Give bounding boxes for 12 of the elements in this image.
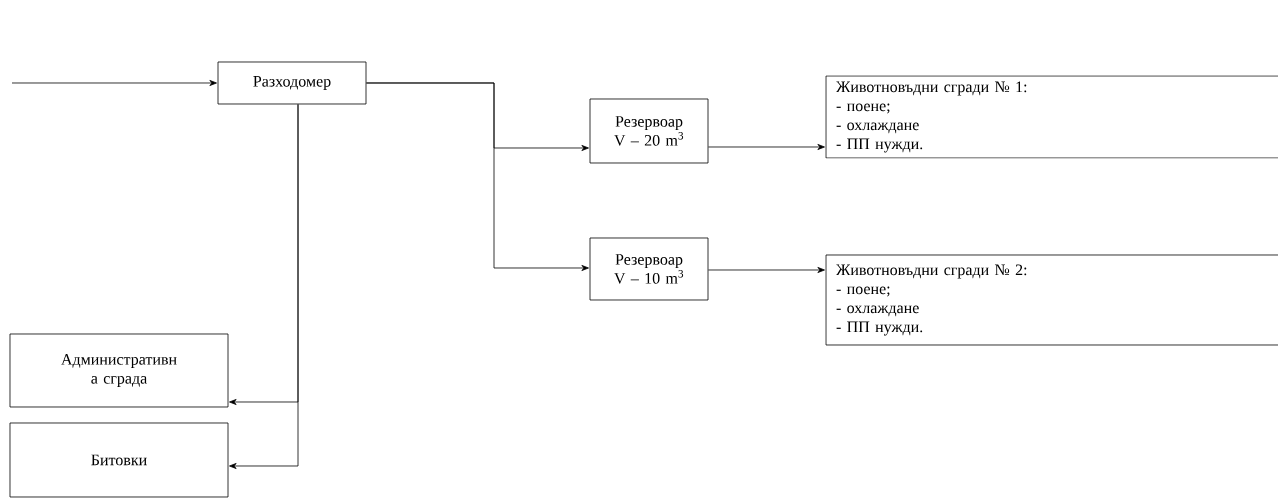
flowmeter-box: Разходомер [217, 61, 367, 105]
building-box: Животновъдни сгради № 1: - поене; - охлаждане - ПП нужди. [825, 75, 1278, 159]
arrow [11, 80, 217, 86]
tank-box: Резервоар V – 10 m$^{3}$ [589, 237, 709, 301]
building-box: Битовки [9, 422, 229, 498]
arrow [708, 267, 825, 273]
building-box: Животновъдни сгради № 2: - поене; - охлаждане - ПП нужди. [825, 254, 1278, 346]
arrow [366, 82, 589, 271]
arrow [708, 144, 825, 150]
tank-box: Резервоар V – 20 m$^{3}$ [589, 98, 709, 164]
building-box: Административн а сграда [9, 333, 229, 408]
arrow [229, 104, 299, 469]
